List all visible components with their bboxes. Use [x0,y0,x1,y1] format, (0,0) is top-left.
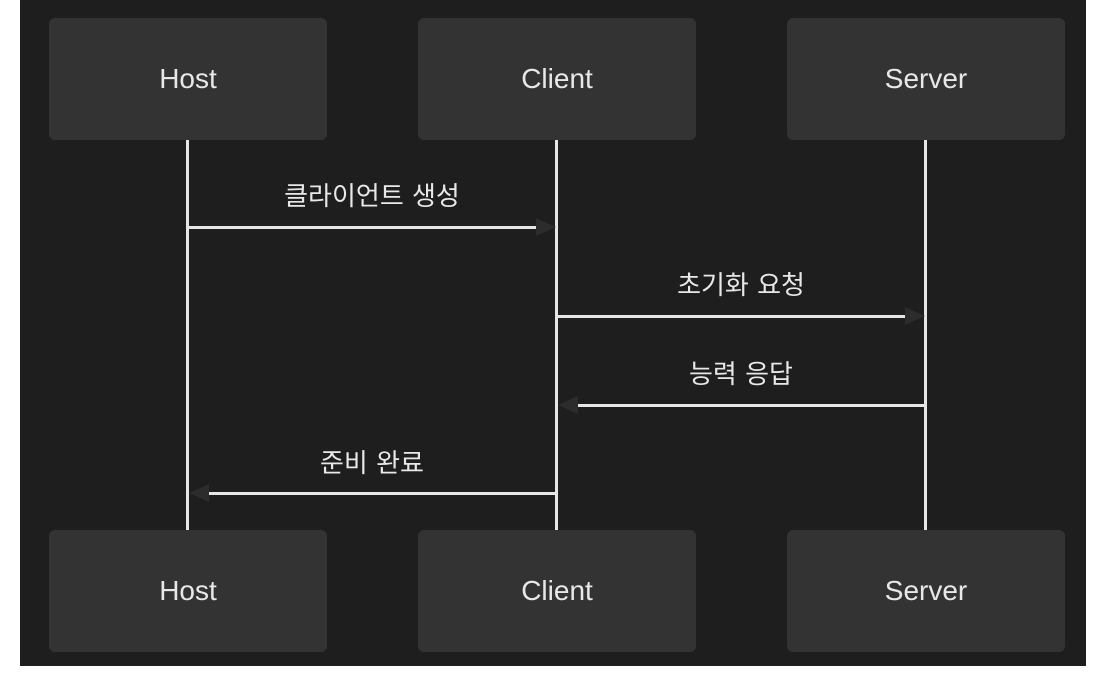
message-line-capability-response [576,404,926,407]
actor-host-top-label: Host [159,63,217,94]
actor-host-bottom: Host [49,530,327,652]
sequence-diagram: Host Client Server 클라이언트 생성 초기화 요청 능력 응답… [20,0,1086,666]
lifeline-server [924,140,927,530]
actor-server-top: Server [787,18,1065,140]
actor-server-top-label: Server [884,63,968,94]
actor-server-bottom-label: Server [884,575,968,606]
actor-host-top: Host [49,18,327,140]
message-line-create-client [188,226,538,229]
actor-client-bottom: Client [418,530,696,652]
message-label-capability-response: 능력 응답 [689,360,793,390]
message-line-ready [207,492,557,495]
actor-host-bottom-label: Host [159,575,217,606]
lifeline-host [186,140,189,530]
actor-client-bottom-label: Client [521,575,593,606]
message-label-init-request: 초기화 요청 [677,271,805,301]
actor-client-top-label: Client [521,63,593,94]
lifeline-client [555,140,558,530]
actor-server-bottom: Server [787,530,1065,652]
message-label-create-client: 클라이언트 생성 [284,182,460,212]
arrowhead-right-icon [536,218,556,236]
message-line-init-request [557,315,907,318]
arrowhead-right-icon [905,307,925,325]
actor-client-top: Client [418,18,696,140]
arrowhead-left-icon [558,396,578,414]
message-label-ready: 준비 완료 [320,449,424,479]
arrowhead-left-icon [189,484,209,502]
